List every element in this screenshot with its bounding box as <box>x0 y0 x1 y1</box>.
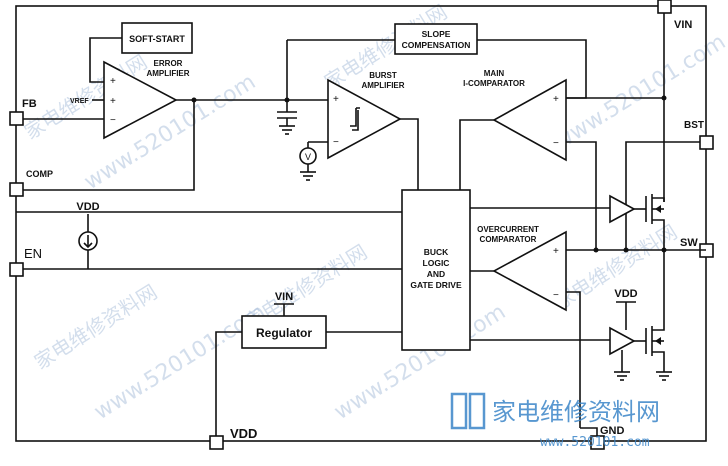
overcurrent-comparator <box>492 230 567 312</box>
pin-label-en: EN <box>24 246 42 261</box>
hysteresis-icon <box>350 107 360 131</box>
burst-amp-minus: − <box>333 137 339 148</box>
oc-comp-minus: − <box>553 290 559 301</box>
main-comp-minus: − <box>553 138 559 149</box>
soft-start-label: SOFT-START <box>129 34 185 44</box>
regulator-vdd-wire <box>215 331 242 436</box>
oc-comp-minus-wire <box>566 291 581 428</box>
main-comp-out-wire <box>459 119 494 190</box>
oc-comp-plus: + <box>553 246 559 257</box>
vdd-low-label: VDD <box>614 288 637 300</box>
pin-fb <box>9 111 24 126</box>
pin-label-gnd: GND <box>600 425 625 437</box>
ls-mosfet-drain <box>652 250 665 331</box>
logo-book-right-icon <box>468 392 486 430</box>
ls-driver-buffer <box>609 326 636 356</box>
pin-comp <box>9 182 24 197</box>
watermark-text: 家电维修资料网 <box>30 280 161 375</box>
current-source-arrow <box>83 242 93 249</box>
pin-label-vin: VIN <box>674 19 692 31</box>
oc-comp-label-2: COMPARATOR <box>480 235 537 244</box>
pin-en <box>9 262 24 277</box>
burst-amp-plus: + <box>333 94 339 105</box>
hs-mosfet-source <box>652 219 665 250</box>
buck-label-2: LOGIC <box>423 258 450 268</box>
burst-amp-label-1: BURST <box>369 71 397 80</box>
main-i-comparator <box>492 78 567 162</box>
pin-vin <box>657 0 672 14</box>
regulator-label: Regulator <box>256 326 312 340</box>
pin-label-comp: COMP <box>26 169 53 179</box>
gnd-wire <box>580 427 598 436</box>
buck-logic-block <box>401 189 471 351</box>
site-logo: 家电维修资料网 www.520101.com <box>450 392 660 450</box>
logo-site-url: www.520101.com <box>540 435 650 450</box>
buck-label-4: GATE DRIVE <box>410 280 462 290</box>
error-amp-label-2: AMPLIFIER <box>146 69 189 78</box>
buck-label-1: BUCK <box>424 247 449 257</box>
watermark-text: 家电维修资料网 <box>550 220 681 315</box>
logo-site-name: 家电维修资料网 <box>492 398 660 426</box>
hs-mosfet-drain <box>652 197 665 202</box>
soft-start-wire <box>89 37 122 83</box>
slope-comp-label-2: COMPENSATION <box>402 40 471 50</box>
oc-comp-label-1: OVERCURRENT <box>477 225 539 234</box>
burst-amplifier <box>327 78 402 160</box>
hs-driver-buffer <box>609 194 636 224</box>
vref-label: VREF <box>70 98 89 105</box>
error-amp-plus-1: + <box>110 76 116 87</box>
burst-amp-label-2: AMPLIFIER <box>361 81 404 90</box>
node-dot <box>593 247 599 253</box>
burst-out-wire <box>400 118 419 190</box>
pin-label-bst: BST <box>684 120 704 131</box>
vin-reg-label: VIN <box>275 291 293 303</box>
logo-book-left-icon <box>450 392 468 430</box>
comp-wire <box>23 100 195 191</box>
pin-label-fb: FB <box>22 98 37 110</box>
ls-mosfet-source <box>652 351 665 372</box>
main-comp-minus-wire <box>566 141 597 250</box>
vdd-source-label: VDD <box>76 201 99 213</box>
slope-comp-label-1: SLOPE <box>422 29 451 39</box>
pin-label-vdd: VDD <box>230 426 257 441</box>
main-comp-plus: + <box>553 94 559 105</box>
pin-label-sw: SW <box>680 237 698 249</box>
error-amp-label-1: ERROR <box>154 59 183 68</box>
soft-start-block <box>121 22 193 54</box>
chip-outline <box>15 5 707 442</box>
slope-compensation-block <box>394 23 478 55</box>
pin-vdd <box>209 435 224 450</box>
error-amp-minus: − <box>110 115 116 126</box>
voltage-source-symbol: V <box>305 152 311 162</box>
buck-label-3: AND <box>427 269 445 279</box>
main-comp-label-2: I-COMPARATOR <box>463 79 525 88</box>
main-comp-label-1: MAIN <box>484 69 505 78</box>
error-amp-plus-2: + <box>110 96 116 107</box>
pin-bst <box>699 135 714 150</box>
